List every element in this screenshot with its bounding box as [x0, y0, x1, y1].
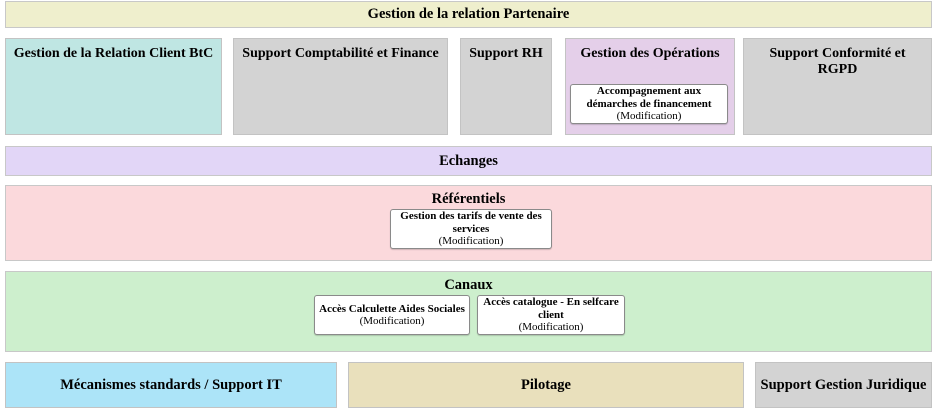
- capability-card-name: Gestion des tarifs de vente des services: [400, 210, 542, 235]
- domain-box-support-conformite-rgpd[interactable]: Support Conformité et RGPD: [743, 38, 932, 135]
- capability-card-state: (Modification): [438, 235, 504, 247]
- bottom-box-label: Support Gestion Juridique: [760, 376, 927, 393]
- domain-box-label: Support RH: [469, 46, 543, 61]
- domain-box-label: Support Conformité et RGPD: [769, 46, 906, 78]
- capability-card-name: Accompagnement aux démarches de financem…: [586, 85, 712, 110]
- domain-box-gestion-relation-client-btc[interactable]: Gestion de la Relation Client BtC: [5, 38, 222, 135]
- capability-card-name: Accès catalogue - En selfcare client: [483, 296, 619, 321]
- band-canaux-label: Canaux: [444, 277, 493, 293]
- capability-card-state: (Modification): [518, 321, 584, 333]
- domain-box-support-comptabilite-finance[interactable]: Support Comptabilité et Finance: [233, 38, 448, 135]
- domain-box-label: Gestion des Opérations: [580, 46, 720, 61]
- capability-card-gestion-tarifs-vente-services[interactable]: Gestion des tarifs de vente des services…: [390, 209, 552, 249]
- bottom-box-mecanismes-standards-support-it[interactable]: Mécanismes standards / Support IT: [5, 362, 337, 408]
- capability-card-name: Accès Calculette Aides Sociales: [319, 302, 465, 315]
- capability-card-acces-catalogue-selfcare-client[interactable]: Accès catalogue - En selfcare client (Mo…: [477, 295, 625, 335]
- domain-box-support-rh[interactable]: Support RH: [460, 38, 552, 135]
- band-echanges-label: Echanges: [439, 152, 498, 169]
- bottom-box-support-gestion-juridique[interactable]: Support Gestion Juridique: [755, 362, 932, 408]
- band-referentiels-label: Référentiels: [431, 191, 506, 207]
- header-band-label: Gestion de la relation Partenaire: [367, 6, 570, 23]
- bottom-box-pilotage[interactable]: Pilotage: [348, 362, 744, 408]
- capability-card-state: (Modification): [616, 110, 682, 122]
- domain-box-label: Support Comptabilité et Finance: [242, 46, 439, 61]
- capability-card-state: (Modification): [359, 314, 425, 327]
- header-band-gestion-relation-partenaire[interactable]: Gestion de la relation Partenaire: [5, 1, 932, 28]
- bottom-box-label: Mécanismes standards / Support IT: [60, 376, 282, 393]
- capability-card-acces-calculette-aides-sociales[interactable]: Accès Calculette Aides Sociales (Modific…: [314, 295, 470, 335]
- capability-card-accompagnement-demarches-financement[interactable]: Accompagnement aux démarches de financem…: [570, 84, 728, 124]
- domain-box-label: Gestion de la Relation Client BtC: [13, 46, 214, 61]
- bottom-box-label: Pilotage: [521, 376, 571, 393]
- band-echanges[interactable]: Echanges: [5, 146, 932, 176]
